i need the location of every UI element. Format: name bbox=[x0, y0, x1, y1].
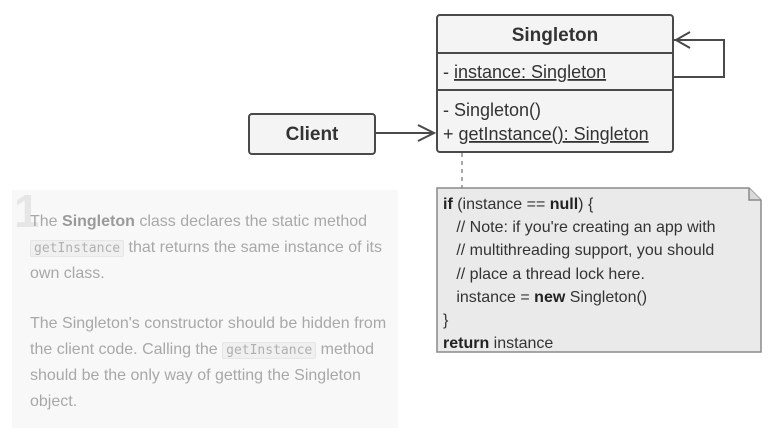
code-line-5: instance = new Singleton() bbox=[443, 288, 648, 306]
code-note bbox=[436, 187, 762, 353]
singleton-field: - instance: Singleton bbox=[443, 62, 606, 82]
client-to-singleton-arrow bbox=[375, 124, 437, 142]
client-title: Client bbox=[286, 124, 339, 145]
explanation-paragraph-2: The Singleton's constructor should be hi… bbox=[30, 315, 387, 410]
step-number: 1 bbox=[14, 185, 40, 237]
singleton-constructor: - Singleton() bbox=[443, 100, 541, 120]
code-line-3: // multithreading support, you should bbox=[443, 242, 715, 260]
explanation-panel: 1 The Singleton class declares the stati… bbox=[12, 185, 398, 428]
code-line-7: return instance bbox=[443, 335, 554, 353]
client-box[interactable]: Client bbox=[248, 113, 376, 155]
code-line-6: } bbox=[443, 312, 449, 330]
self-reference-arrow bbox=[673, 31, 725, 78]
code-line-4: // place a thread lock here. bbox=[443, 265, 645, 283]
code-snippet: if (instance == null) { // Note: if you'… bbox=[443, 193, 716, 355]
inline-code: getInstance bbox=[30, 239, 125, 257]
code-line-1: if (instance == null) { bbox=[443, 196, 594, 213]
singleton-title: Singleton bbox=[512, 25, 599, 46]
singleton-getinstance: + getInstance(): Singleton bbox=[443, 124, 649, 144]
inline-code: getInstance bbox=[222, 341, 317, 359]
explanation-paragraph-1: The Singleton class declares the static … bbox=[30, 213, 382, 282]
singleton-class-box[interactable]: Singleton - instance: Singleton - Single… bbox=[436, 14, 674, 153]
code-line-2: // Note: if you're creating an app with bbox=[443, 219, 716, 237]
